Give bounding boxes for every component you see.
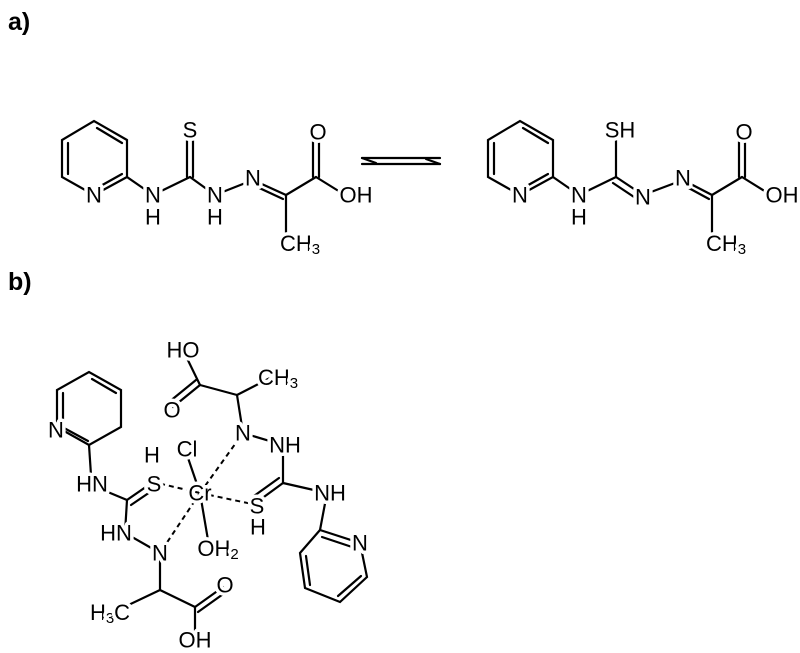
atom-label: NH (269, 433, 301, 458)
coordination-bonds (152, 432, 258, 554)
atom-label: H (144, 443, 160, 468)
atom-label: OH (340, 183, 373, 208)
atom-label: N (152, 541, 168, 566)
atom-label: O (163, 398, 180, 423)
atom-label: N (571, 183, 587, 208)
atom-label: H (145, 205, 161, 230)
atom-label: CH3 (280, 231, 320, 258)
atom-label: S (250, 494, 265, 519)
atom-label: O (309, 120, 326, 145)
thione-tautomer: N N H S N H N O OH CH3 (60, 114, 376, 261)
atom-label: H (250, 515, 266, 540)
atom-label: N (145, 183, 161, 208)
atom-label: OH (766, 183, 799, 208)
atom-label: H3C (90, 600, 130, 627)
atom-label: NH (314, 481, 346, 506)
atom-label: HO (167, 338, 200, 363)
atom-label: O (735, 120, 752, 145)
atom-label: N (512, 183, 528, 208)
atom-label: N (245, 166, 261, 191)
atom-label: N (675, 166, 691, 191)
atom-label: H (571, 205, 587, 230)
atom-label: N (207, 183, 223, 208)
atom-label: Cl (177, 437, 198, 462)
thiol-tautomer: N N H SH N N O OH CH3 (486, 114, 800, 261)
atom-label: N (352, 531, 368, 556)
atom-label: S (183, 118, 198, 143)
atom-label: OH (179, 628, 212, 653)
atom-label: O (216, 573, 233, 598)
atom-label: OH2 (197, 536, 238, 563)
panel-label-b: b) (8, 268, 32, 296)
atom-label: N (635, 185, 651, 210)
equilibrium-arrow (360, 156, 442, 166)
atom-label: S (147, 472, 162, 497)
atom-label: N (86, 183, 102, 208)
atom-label: CH3 (706, 231, 746, 258)
atom-label: HN (76, 472, 108, 497)
atom-label: N (235, 421, 251, 446)
chromium-complex: N HN S H Cl Cr OH2 HN N H3C O OH HO CH3 … (45, 334, 372, 653)
metal-center-label: Cr (188, 481, 211, 506)
atom-label: H (207, 205, 223, 230)
atom-label: HN (100, 521, 132, 546)
atom-label: N (48, 418, 64, 443)
atom-label: CH3 (258, 365, 298, 392)
panel-label-a: a) (8, 8, 30, 36)
atom-label: SH (605, 118, 636, 143)
